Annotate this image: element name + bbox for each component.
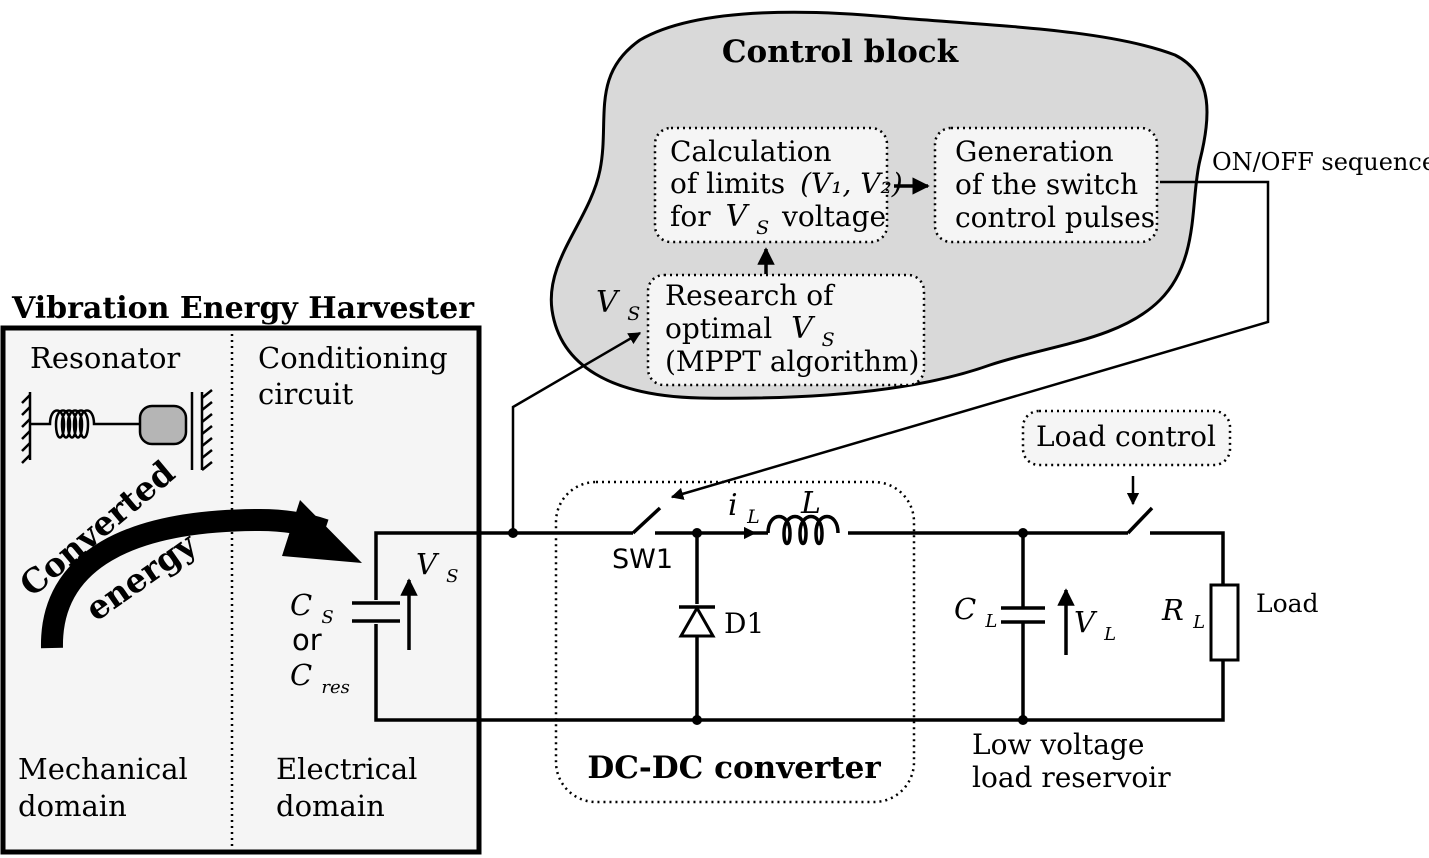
resonator-icon bbox=[21, 389, 213, 471]
reservoir-label: Low voltage load reservoir bbox=[972, 728, 1171, 794]
control-block-title: Control block bbox=[722, 34, 960, 70]
vl-v: V bbox=[1074, 605, 1098, 639]
bottom-wire bbox=[374, 624, 1225, 722]
junction-vs bbox=[508, 528, 518, 538]
research-box bbox=[646, 273, 926, 387]
rl-label: R L bbox=[1161, 593, 1205, 633]
res-line1: Research of bbox=[665, 279, 836, 312]
electrical-label: Electrical domain bbox=[276, 752, 427, 823]
control-vs-label: V S bbox=[596, 285, 640, 325]
generation-box bbox=[933, 126, 1159, 244]
load-resistor bbox=[1209, 583, 1240, 662]
load-label: Load bbox=[1256, 589, 1319, 618]
conditioning-label: Conditioning circuit bbox=[258, 341, 457, 411]
res-line3: (MPPT algorithm) bbox=[665, 345, 919, 378]
calc-line3-post: voltage bbox=[781, 200, 886, 233]
cs-sub: S bbox=[321, 607, 333, 628]
cs-c: C bbox=[290, 588, 312, 622]
top-wire-left bbox=[374, 531, 633, 600]
generation-text: Generation of the switch control pulses bbox=[955, 135, 1155, 234]
harvester-title: Vibration Energy Harvester bbox=[11, 291, 475, 326]
elec-line2: domain bbox=[276, 789, 385, 823]
gen-line2: of the switch bbox=[955, 168, 1138, 201]
rl-sub: L bbox=[1192, 612, 1205, 633]
onoff-label: ON/OFF sequence bbox=[1212, 148, 1429, 176]
calc-line3-v: V bbox=[726, 199, 751, 234]
il-i: i bbox=[728, 488, 738, 523]
cs-label: C S bbox=[290, 588, 334, 628]
diode-triangle bbox=[678, 604, 716, 638]
il-sub: L bbox=[746, 506, 760, 528]
cres-c: C bbox=[290, 658, 312, 692]
gen-line1: Generation bbox=[955, 135, 1114, 168]
mech-line2: domain bbox=[18, 789, 127, 823]
onoff-wire bbox=[670, 180, 1270, 500]
cond-line1: Conditioning bbox=[258, 341, 448, 375]
calc-limits-math: (V₁, V₂) bbox=[800, 167, 903, 200]
cond-line2: circuit bbox=[258, 377, 354, 411]
gen-line3: control pulses bbox=[955, 201, 1155, 234]
top-wire-load bbox=[1150, 531, 1225, 585]
calculation-box bbox=[653, 126, 889, 244]
sw1-label: SW1 bbox=[612, 544, 673, 575]
vs-sense-wire bbox=[511, 331, 642, 533]
vs-label: V S bbox=[416, 547, 459, 587]
cl-sub: L bbox=[984, 611, 997, 632]
load-control-box bbox=[1021, 409, 1232, 467]
dcdc-converter-box bbox=[554, 480, 916, 804]
cap-or-label: or bbox=[292, 623, 322, 657]
inductor-label: L bbox=[800, 486, 821, 521]
calc-line2: of limits bbox=[670, 167, 785, 200]
load-switch bbox=[1126, 506, 1154, 535]
converted-energy-arrowhead bbox=[282, 500, 362, 563]
il-label: i L bbox=[728, 488, 760, 528]
resonator-label: Resonator bbox=[30, 341, 180, 375]
sw1-switch bbox=[631, 506, 662, 535]
res-v: V bbox=[791, 311, 816, 346]
research-text: Research of optimal V S (MPPT algorithm) bbox=[665, 279, 919, 378]
vl-sub: L bbox=[1103, 624, 1116, 645]
diode-label: D1 bbox=[724, 607, 764, 640]
mechanical-label: Mechanical domain bbox=[18, 752, 197, 823]
vl-label: V L bbox=[1074, 605, 1116, 645]
cres-label: C res bbox=[290, 658, 350, 698]
mech-line1: Mechanical bbox=[18, 752, 188, 786]
calc-line3-pre: for bbox=[670, 200, 711, 233]
vs-sub: S bbox=[446, 566, 458, 587]
cl-label: C L bbox=[954, 592, 997, 632]
dcdc-converter-title: DC-DC converter bbox=[587, 750, 881, 786]
elec-line1: Electrical bbox=[276, 752, 417, 786]
calc-line3-sub: S bbox=[756, 217, 769, 239]
res-sub: S bbox=[822, 329, 835, 351]
res-line2: optimal bbox=[665, 312, 772, 345]
reservoir-line1: Low voltage bbox=[972, 728, 1144, 761]
control-vs-v: V bbox=[596, 285, 621, 320]
calculation-text: Calculation of limits (V₁, V₂) for V S v… bbox=[670, 135, 912, 241]
vs-v: V bbox=[416, 547, 440, 581]
reservoir-line2: load reservoir bbox=[972, 761, 1171, 794]
calc-line1: Calculation bbox=[670, 135, 832, 168]
cres-sub: res bbox=[321, 677, 350, 698]
rl-r: R bbox=[1161, 593, 1184, 627]
load-control-label: Load control bbox=[1036, 420, 1216, 453]
control-vs-sub: S bbox=[627, 303, 640, 325]
inductor bbox=[766, 514, 840, 546]
cl-c: C bbox=[954, 592, 976, 626]
